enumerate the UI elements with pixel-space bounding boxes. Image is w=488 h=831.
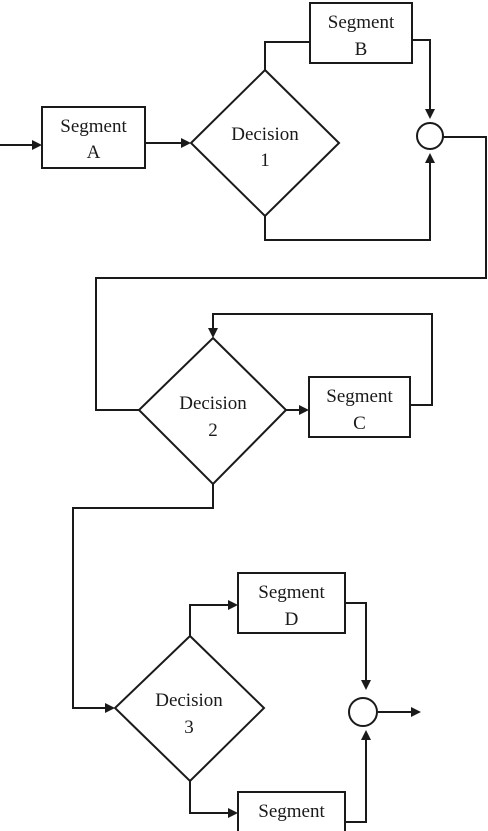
segment-a-node: Segment A: [41, 106, 146, 169]
arrowhead-decision-2-to-segment-c: [299, 405, 309, 415]
segment-e-box: [237, 791, 346, 831]
segment-d-label-line2: D: [285, 609, 299, 630]
segment-a-box: [41, 106, 146, 169]
merge-circle-1: [416, 122, 444, 150]
segment-a-label-line1: Segment: [60, 116, 127, 137]
decision-2-diamond: [137, 336, 288, 486]
segment-c-box: [308, 376, 411, 438]
connector-decision-3-to-segment-d: [189, 604, 229, 636]
segment-b-node: Segment B: [309, 2, 413, 64]
segment-d-label-line1: Segment: [258, 582, 325, 603]
arrowhead-segment-e-to-merge-2: [361, 730, 371, 740]
connector-segment-b-to-merge-1: [412, 39, 431, 110]
arrowhead-segment-d-to-merge-2: [361, 680, 371, 690]
decision-3-node: Decision 3: [113, 634, 266, 783]
arrowhead-exit: [411, 707, 421, 717]
segment-d-node: Segment D: [237, 572, 346, 634]
decision-3-label-line1: Decision: [155, 690, 223, 711]
connector-segment-d-to-merge-2: [345, 602, 367, 681]
segment-b-box: [309, 2, 413, 64]
decision-2-label-line1: Decision: [179, 393, 247, 414]
arrowhead-segment-a-to-decision-1: [181, 138, 191, 148]
connector-segment-e-to-merge-2: [345, 739, 367, 823]
decision-1-label-line2: 1: [260, 150, 270, 171]
arrowhead-segment-b-to-merge-1: [425, 109, 435, 119]
arrowhead-to-decision-3: [105, 703, 115, 713]
decision-1-node: Decision 1: [189, 68, 341, 218]
arrowhead-decision-3-to-segment-e: [228, 808, 238, 818]
decision-2-node: Decision 2: [137, 336, 288, 486]
segment-c-label-line1: Segment: [326, 386, 393, 407]
merge-circle-2: [348, 697, 378, 727]
arrowhead-loop-to-decision-2: [208, 328, 218, 338]
arrowhead-entry: [32, 140, 42, 150]
connector-decision-1-bypass-to-merge-1: [264, 162, 431, 241]
decision-1-diamond: [189, 68, 341, 218]
connector-decision-1-to-segment-b: [264, 41, 310, 70]
decision-3-label-line2: 3: [184, 717, 194, 738]
segment-c-label-line2: C: [353, 413, 366, 434]
connector-merge-1-to-decision-2: [95, 136, 487, 411]
connector-segment-c-loop-to-decision-2: [212, 313, 433, 406]
segment-d-box: [237, 572, 346, 634]
decision-3-diamond: [113, 634, 266, 783]
connector-decision-2-to-decision-3: [72, 484, 214, 709]
segment-b-label-line2: B: [355, 39, 368, 60]
segment-e-node: Segment: [237, 791, 346, 831]
segment-a-label-line2: A: [87, 142, 101, 163]
segment-b-label-line1: Segment: [328, 12, 395, 33]
segment-c-node: Segment C: [308, 376, 411, 438]
arrowhead-decision-3-to-segment-d: [228, 600, 238, 610]
segment-e-label-line1: Segment: [258, 801, 325, 822]
decision-1-label-line1: Decision: [231, 124, 299, 145]
decision-2-label-line2: 2: [208, 420, 218, 441]
connector-decision-3-to-segment-e: [189, 781, 229, 814]
arrowhead-bypass-to-merge-1: [425, 153, 435, 163]
